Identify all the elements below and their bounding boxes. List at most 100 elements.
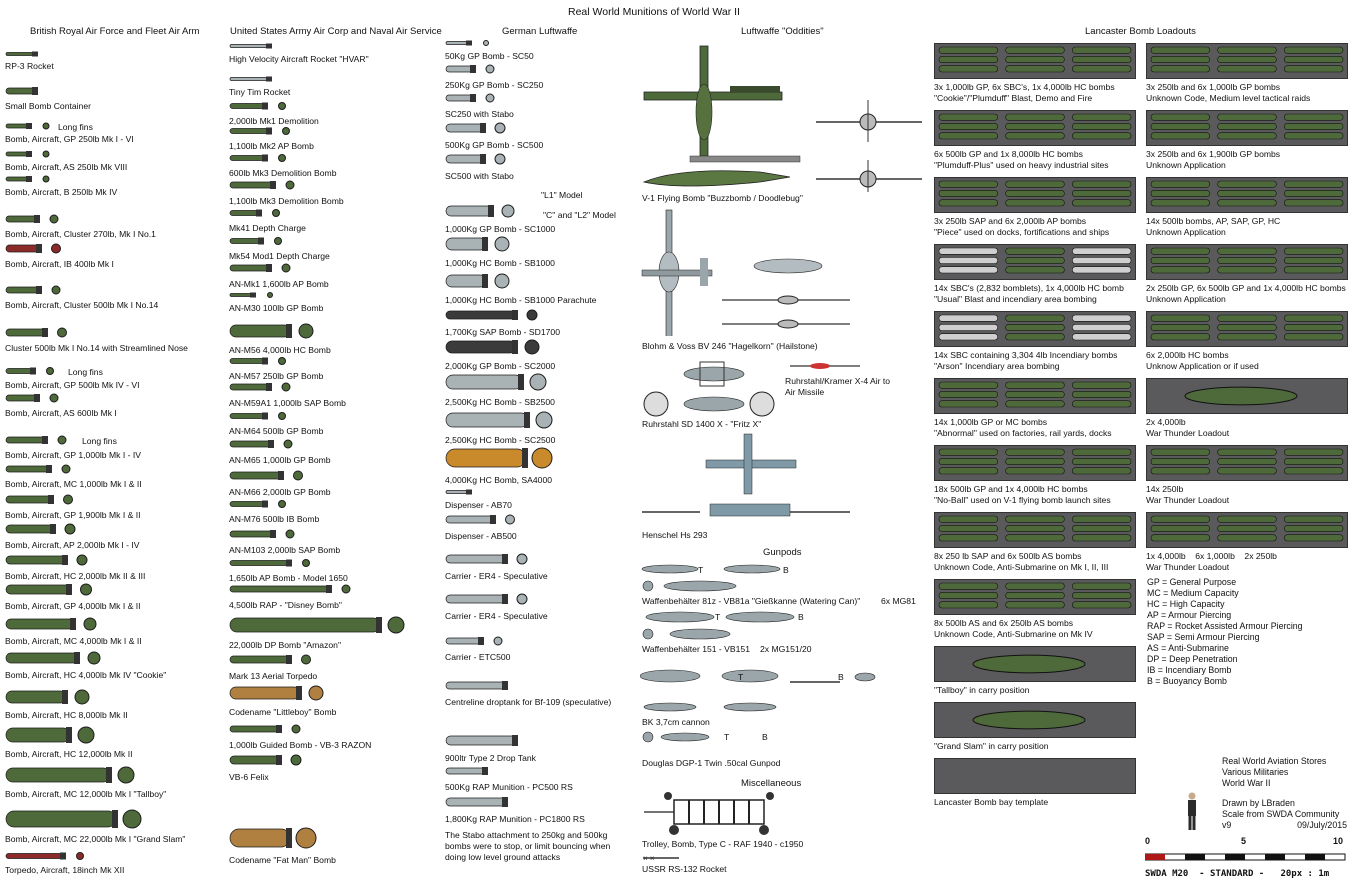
pilot-scale-figure <box>1185 792 1199 837</box>
usaaf-bomb-12 <box>229 382 291 392</box>
usaaf-bomb-3 <box>229 127 290 135</box>
usaaf-bomb-22 <box>229 685 324 701</box>
abbreviation-item: MC = Medium Capacity <box>1147 588 1239 598</box>
gunpod-b3: B <box>838 672 844 682</box>
scale-label: SWDA M20 - STANDARD - 20px : 1m <box>1145 869 1330 879</box>
raf-bomb-15 <box>5 554 88 566</box>
usaaf-bomb-21 <box>229 654 311 665</box>
raf-bomb-21 <box>5 766 135 784</box>
lancaster-left-line1-7: 8x 250 lb SAP and 6x 500lb AS bombs <box>934 551 1082 561</box>
usaaf-label-21: Mark 13 Aerial Torpedo <box>229 671 318 681</box>
abbreviation-item: AP = Armour Piercing <box>1147 610 1232 620</box>
luftwaffe-label-6: 1,000Kg HC Bomb - SB1000 <box>445 258 555 268</box>
lancaster-left-line1-0: 3x 1,000lb GP, 6x SBC's, 1x 4,000lb HC b… <box>934 82 1115 92</box>
usaaf-label-0: High Velocity Aircraft Rocket "HVAR" <box>229 54 369 64</box>
luftwaffe-label-13: Dispenser - AB70 <box>445 500 512 510</box>
luftwaffe-bomb-5 <box>445 204 515 218</box>
raf-bomb-23 <box>5 852 84 860</box>
lancaster-right-line1-3: 2x 250lb GP, 6x 500lb GP and 1x 4,000lb … <box>1146 283 1346 293</box>
raf-bomb-20 <box>5 726 95 744</box>
luftwaffe-bomb-2 <box>445 93 495 103</box>
luftwaffe-label-8: 1,700Kg SAP Bomb - SD1700 <box>445 327 560 337</box>
raf-label-18: Bomb, Aircraft, HC 4,000lb Mk IV "Cookie… <box>5 670 167 680</box>
raf-bomb-4 <box>5 175 50 183</box>
usaaf-bomb-8 <box>229 263 291 273</box>
rs132-label: USSR RS-132 Rocket <box>642 864 727 874</box>
vb81-note: 6x MG81 <box>881 596 916 606</box>
credits-line2: Various Militaries <box>1222 767 1289 777</box>
abbreviation-item: DP = Deep Penetration <box>1147 654 1238 664</box>
lancaster-left-line1-8: 8x 500lb AS and 6x 250lb AS bombs <box>934 618 1074 628</box>
abbreviation-item: AS = Anti-Submarine <box>1147 643 1229 653</box>
lancaster-bay-left-3 <box>934 244 1136 280</box>
raf-label-2: Bomb, Aircraft, GP 250lb Mk I - VI <box>5 134 134 144</box>
lancaster-bay-right-5 <box>1146 378 1348 414</box>
lancaster-left-line2-5: "Abnormal" used on factories, rail yards… <box>934 428 1112 438</box>
luft-note-l1: "L1" Model <box>541 190 583 200</box>
luftwaffe-bomb-6 <box>445 236 510 252</box>
luftwaffe-bomb-0 <box>445 40 489 46</box>
usaaf-bomb-10 <box>229 323 314 339</box>
raf-bomb-19 <box>5 689 90 705</box>
lancaster-right-line1-5: 2x 4,000lb <box>1146 417 1186 427</box>
lancaster-bay-left-1 <box>934 110 1136 146</box>
usaaf-label-3: 1,100lb Mk2 AP Bomb <box>229 141 314 151</box>
usaaf-bomb-23 <box>229 724 301 734</box>
usaaf-bomb-11 <box>229 357 286 365</box>
raf-bomb-13 <box>5 494 73 505</box>
lancaster-bay-right-4 <box>1146 311 1348 347</box>
usaaf-label-12: AN-M59A1 1,000lb SAP Bomb <box>229 398 346 408</box>
lancaster-left-line1-11: Lancaster Bomb bay template <box>934 797 1049 807</box>
lancaster-bay-right-2 <box>1146 177 1348 213</box>
bv246-label: Blohm & Voss BV 246 "Hagelkorn" (Hailsto… <box>642 341 818 351</box>
gunpod-t3: T <box>738 672 744 682</box>
gunpod-b1: B <box>783 565 789 575</box>
raf-bomb-12 <box>5 464 71 474</box>
raf-label-22: Bomb, Aircraft, MC 22,000lb Mk I "Grand … <box>5 834 186 844</box>
raf-bomb-14 <box>5 523 76 535</box>
lancaster-bay-left-5 <box>934 378 1136 414</box>
lancaster-left-line1-3: 14x SBC's (2,832 bomblets), 1x 4,000lb H… <box>934 283 1124 293</box>
luftwaffe-label-11: 2,500Kg HC Bomb - SC2500 <box>445 435 556 445</box>
luftwaffe-bomb-10 <box>445 373 547 391</box>
usaaf-label-1: Tiny Tim Rocket <box>229 87 291 97</box>
luftwaffe-label-3: 500Kg GP Bomb - SC500 <box>445 140 544 150</box>
gunpod-t4: T <box>724 732 730 742</box>
usaaf-bomb-1 <box>229 76 272 82</box>
abbreviation-item: IB = Incendiary Bomb <box>1147 665 1232 675</box>
raf-label-15: Bomb, Aircraft, HC 2,000lb Mk II & III <box>5 571 146 581</box>
lancaster-right-line2-3: Unknown Application <box>1146 294 1226 304</box>
raf-bomb-16 <box>5 583 92 596</box>
raf-bomb-9 <box>5 367 54 375</box>
lancaster-left-line2-8: Unknown Code, Anti-Submarine on Mk IV <box>934 629 1093 639</box>
section-header-oddities: Luftwaffe "Oddities" <box>741 26 824 37</box>
vb151-note: 2x MG151/20 <box>760 644 812 654</box>
scale-ruler <box>1144 853 1346 861</box>
section-header-misc: Miscellaneous <box>741 778 802 789</box>
raf-bomb-10 <box>5 393 59 403</box>
gunpods-illustration <box>640 562 940 752</box>
lancaster-bay-left-4 <box>934 311 1136 347</box>
lancaster-right-line2-4: Unknow Application or if used <box>1146 361 1259 371</box>
raf-note-long-fins-3: Long fins <box>82 436 117 446</box>
raf-bomb-2 <box>5 122 50 130</box>
lancaster-right-line1-4: 6x 2,000lb HC bombs <box>1146 350 1229 360</box>
raf-label-9: Bomb, Aircraft, GP 500lb Mk IV - VI <box>5 380 140 390</box>
usaaf-label-10: AN-M56 4,000lb HC Bomb <box>229 345 331 355</box>
usaaf-label-25: Codename "Fat Man" Bomb <box>229 855 336 865</box>
usaaf-bomb-24 <box>229 754 302 766</box>
usaaf-label-22: Codename "Littleboy" Bomb <box>229 707 337 717</box>
usaaf-label-4: 600lb Mk3 Demolition Bomb <box>229 168 337 178</box>
lancaster-left-line2-6: "No-Ball" used on V-1 flying bomb launch… <box>934 495 1111 505</box>
lancaster-right-line2-6: War Thunder Loadout <box>1146 495 1230 505</box>
raf-label-1: Small Bomb Container <box>5 101 91 111</box>
hs293-label: Henschel Hs 293 <box>642 530 708 540</box>
usaaf-label-14: AN-M65 1,000lb GP Bomb <box>229 455 331 465</box>
raf-label-4: Bomb, Aircraft, B 250lb Mk IV <box>5 187 118 197</box>
section-header-lancaster: Lancaster Bomb Loadouts <box>1085 26 1196 37</box>
lancaster-bay-left-6 <box>934 445 1136 481</box>
lancaster-right-line2-2: Unknown Application <box>1146 227 1226 237</box>
luftwaffe-bomb-3 <box>445 122 506 134</box>
credits-version: v9 <box>1222 820 1232 830</box>
